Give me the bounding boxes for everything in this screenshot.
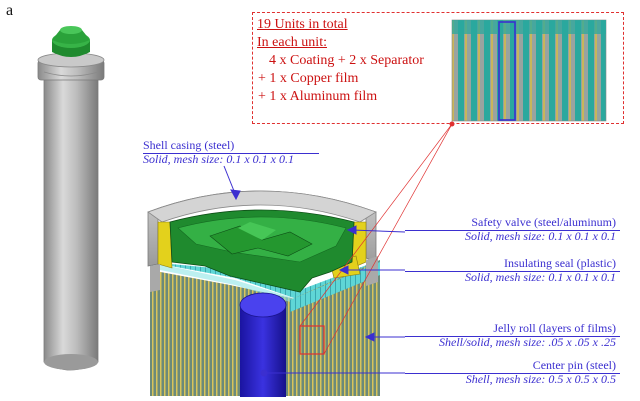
detail-title: 19 Units in total bbox=[257, 17, 348, 32]
label-safety-valve-title: Safety valve (steel/aluminum) bbox=[471, 215, 616, 229]
label-jelly-roll-mesh: Shell/solid, mesh size: .05 x .05 x .25 bbox=[439, 335, 616, 349]
cutaway-illustration bbox=[147, 190, 380, 397]
label-center-pin: Center pin (steel) Shell, mesh size: 0.5… bbox=[466, 358, 616, 386]
label-shell-casing-mesh: Solid, mesh size: 0.1 x 0.1 x 0.1 bbox=[143, 152, 294, 166]
rule-jelly bbox=[405, 336, 620, 337]
rule-pin bbox=[405, 373, 620, 374]
label-insulating-seal-title: Insulating seal (plastic) bbox=[504, 256, 616, 270]
label-shell-casing: Shell casing (steel) Solid, mesh size: 0… bbox=[143, 138, 294, 166]
detail-cross-section bbox=[451, 19, 607, 122]
label-insulating-seal-mesh: Solid, mesh size: 0.1 x 0.1 x 0.1 bbox=[465, 270, 616, 284]
figure-letter: a bbox=[6, 2, 14, 19]
zoom-line-bottom bbox=[323, 123, 453, 355]
label-jelly-roll: Jelly roll (layers of films) Shell/solid… bbox=[439, 321, 616, 349]
rule-seal bbox=[405, 271, 620, 272]
detail-subtitle: In each unit: bbox=[257, 35, 327, 50]
detail-line-2: + 1 x Copper film bbox=[258, 71, 359, 86]
label-center-pin-mesh: Shell, mesh size: 0.5 x 0.5 x 0.5 bbox=[465, 372, 616, 386]
label-insulating-seal: Insulating seal (plastic) Solid, mesh si… bbox=[465, 256, 616, 284]
detail-line-3: + 1 x Aluminum film bbox=[258, 89, 378, 104]
label-shell-casing-title: Shell casing (steel) bbox=[143, 138, 235, 152]
label-jelly-roll-title: Jelly roll (layers of films) bbox=[493, 321, 616, 335]
detail-callout-box bbox=[252, 12, 624, 124]
zoom-line-top bbox=[299, 123, 453, 327]
zoom-anchor-dot bbox=[449, 121, 455, 127]
leader-lines bbox=[223, 165, 406, 377]
rule-shell bbox=[143, 153, 319, 154]
full-cell-illustration bbox=[37, 26, 105, 371]
label-center-pin-title: Center pin (steel) bbox=[532, 358, 616, 372]
detail-line-1: 4 x Coating + 2 x Separator bbox=[269, 53, 424, 68]
label-safety-valve-mesh: Solid, mesh size: 0.1 x 0.1 x 0.1 bbox=[465, 229, 616, 243]
label-safety-valve: Safety valve (steel/aluminum) Solid, mes… bbox=[465, 215, 616, 243]
rule-valve bbox=[405, 230, 620, 231]
